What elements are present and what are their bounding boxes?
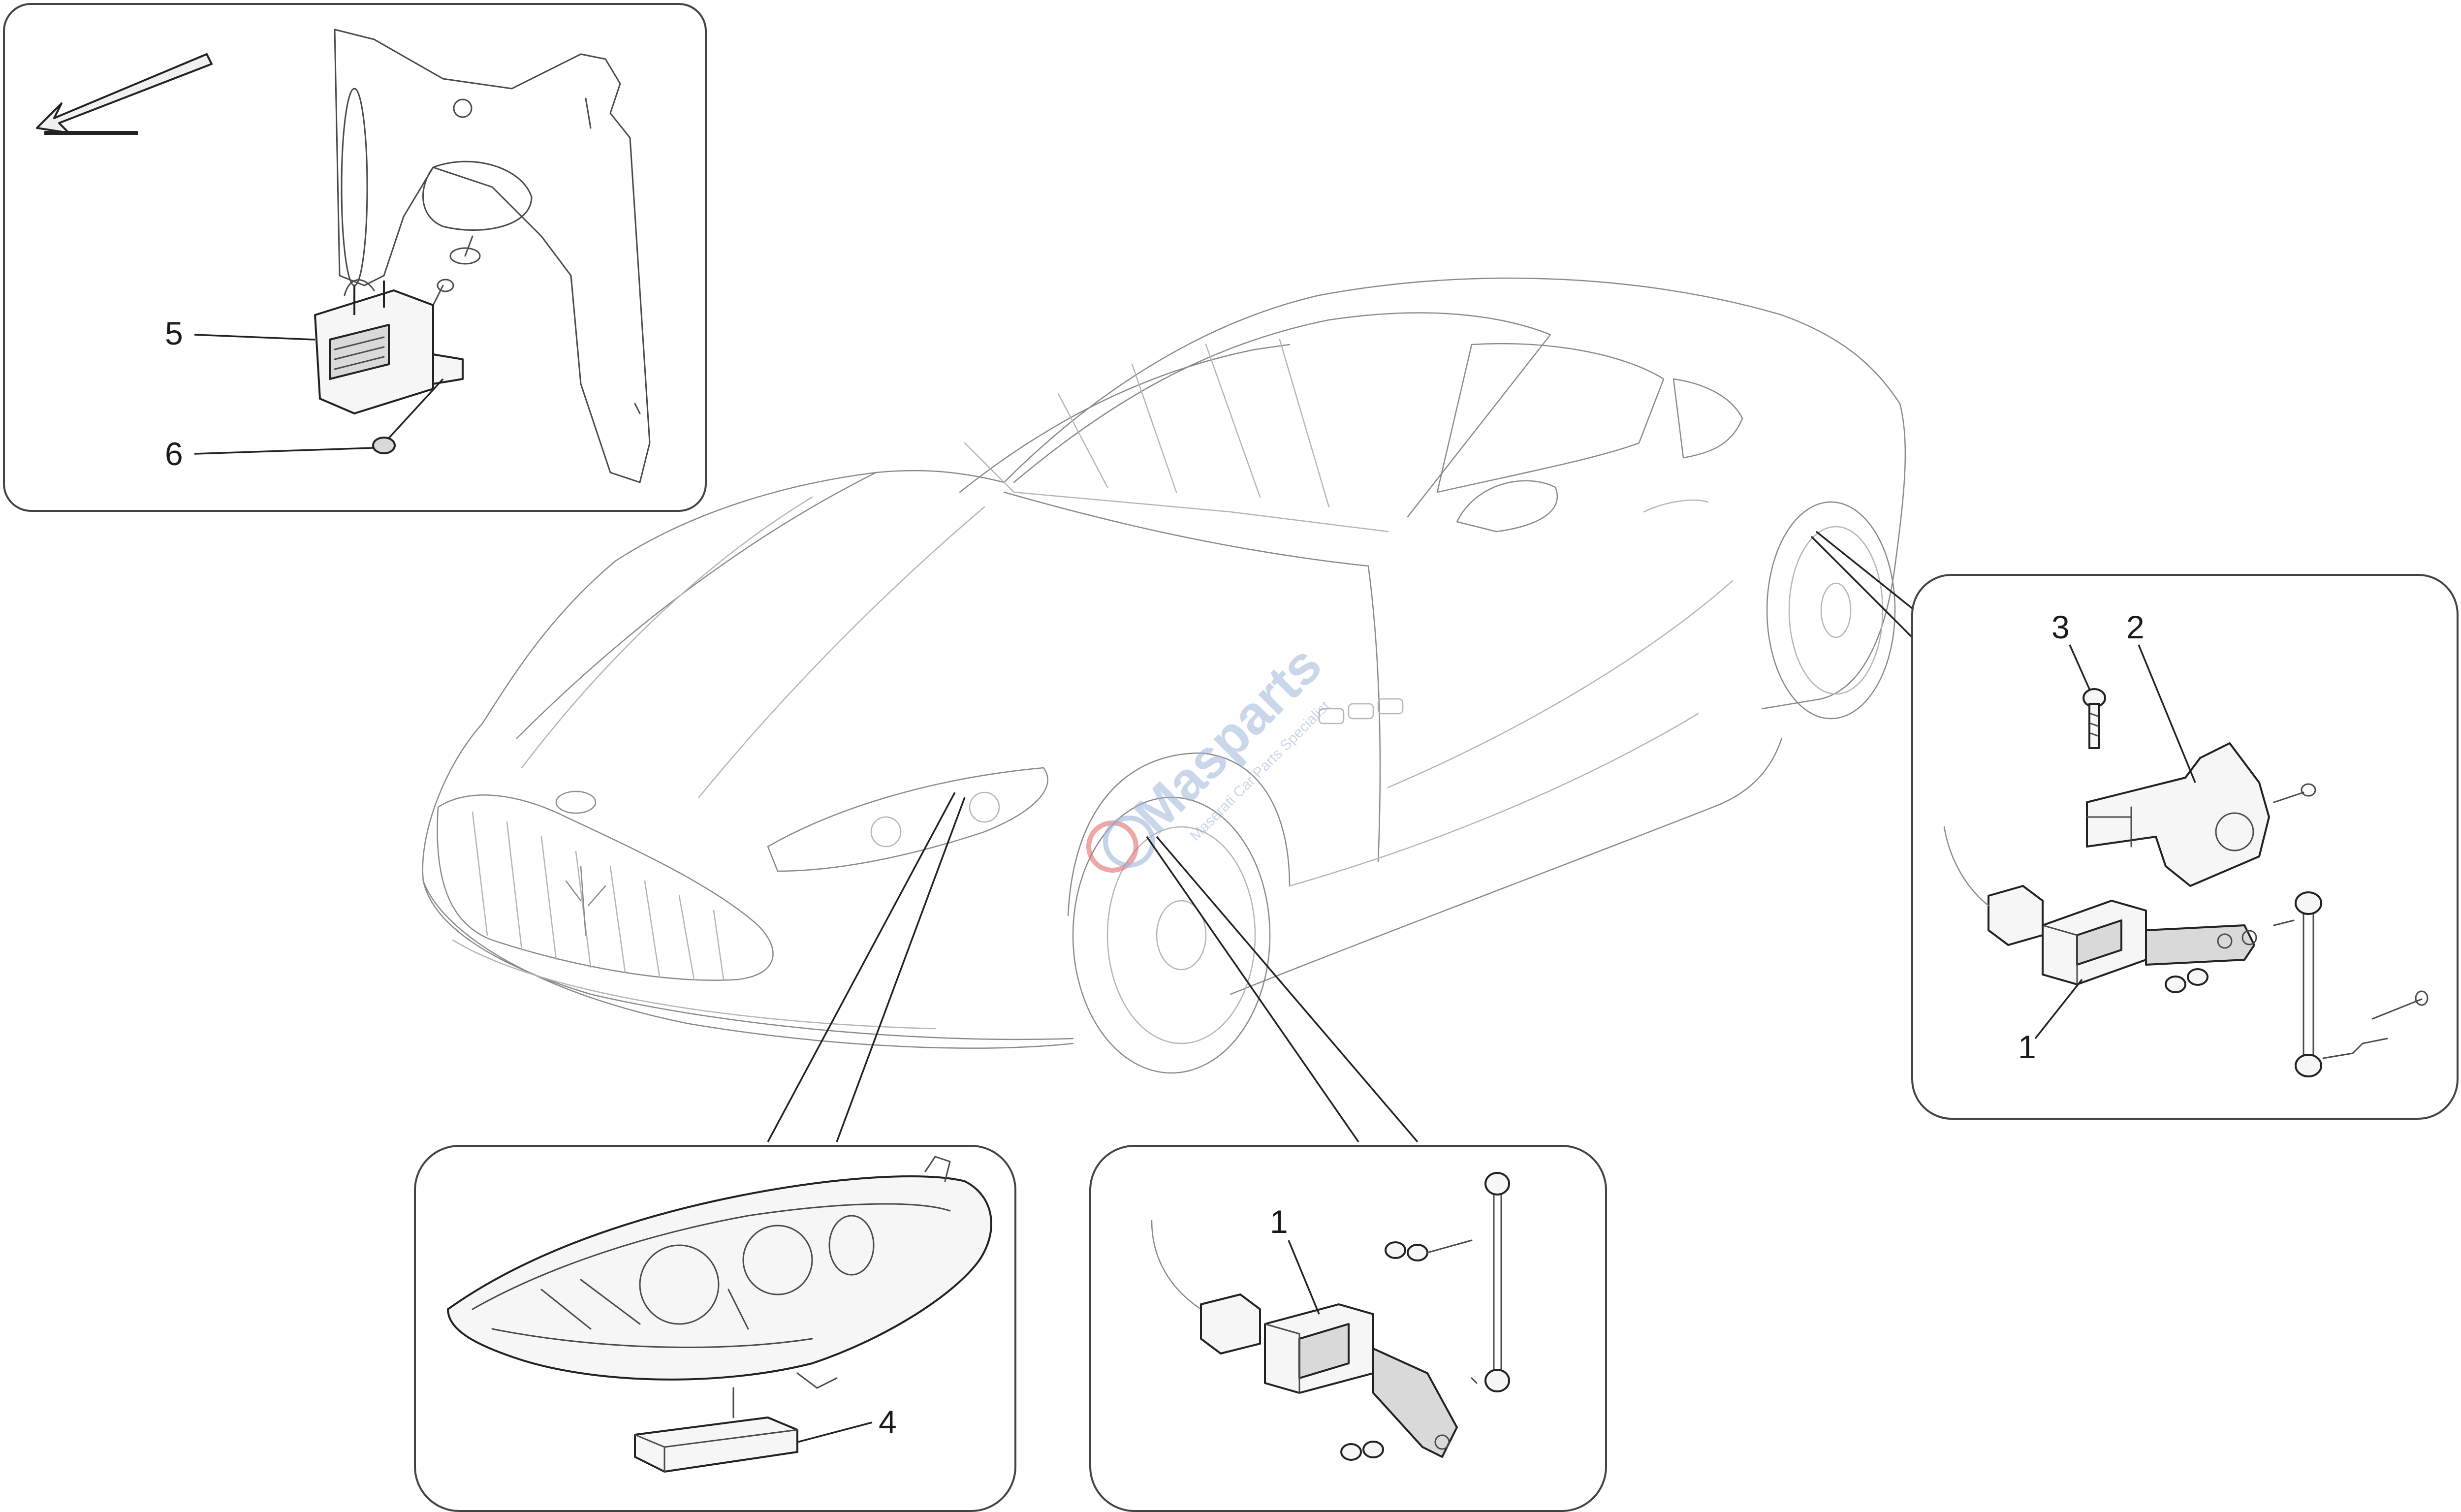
callout-1-front: 1 xyxy=(1270,1203,1288,1240)
callout-5: 5 xyxy=(165,315,183,351)
car-outline xyxy=(422,277,1906,1074)
nut xyxy=(372,437,396,454)
pointer-lines xyxy=(767,531,1916,1143)
front-height-sensor xyxy=(1264,1303,1374,1394)
sensor-bracket xyxy=(2086,742,2270,887)
masparts-logo-icon xyxy=(1086,816,1155,873)
detail-box-headlight: 4 xyxy=(414,1145,1016,1512)
detail-box-control-unit: 5 6 xyxy=(3,3,707,512)
callout-2: 2 xyxy=(2126,609,2145,645)
callout-4: 4 xyxy=(879,1404,897,1440)
headlight-control-module xyxy=(634,1387,798,1473)
level-control-unit xyxy=(314,279,464,414)
callout-1: 1 xyxy=(2018,1029,2036,1065)
bolt xyxy=(2082,688,2106,749)
callout-3: 3 xyxy=(2051,609,2070,645)
arrow-down-left-icon xyxy=(36,53,213,135)
callout-6: 6 xyxy=(165,436,183,472)
headlight-assembly xyxy=(447,1156,992,1389)
detail-box-front-sensor: 1 xyxy=(1089,1145,1607,1512)
watermark: Masparts Maserati Car Parts Specialist xyxy=(1086,634,1333,873)
detail-box-rear-sensor: 3 2 1 xyxy=(1911,574,2459,1120)
